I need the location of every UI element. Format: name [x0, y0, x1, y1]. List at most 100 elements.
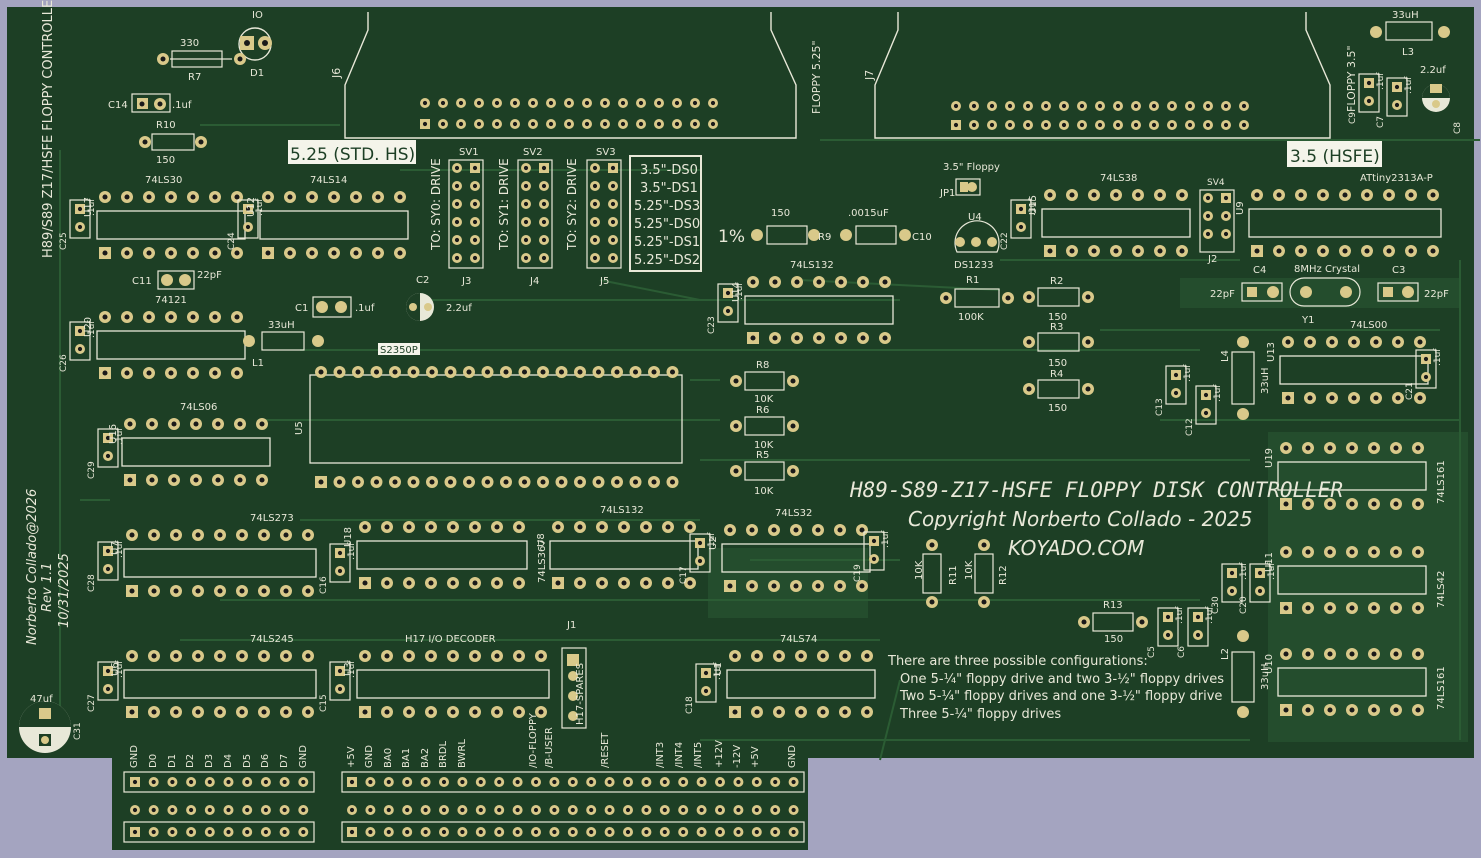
ref-label: .1uf — [172, 100, 192, 111]
cap-value: .1uf — [347, 660, 357, 678]
ds-label: 5.25"-DS1 — [634, 235, 700, 250]
cap-value: .1uf — [735, 282, 745, 300]
bus-pin-label: -12V — [732, 745, 743, 768]
ic-body-u19 — [1277, 461, 1427, 491]
reference-labels: U1774LS30U1274LS14U2074121U1674LS06U1474… — [30, 10, 1463, 740]
bus-pin-label: /IO-FLOPPY — [528, 712, 539, 768]
cap-ref: C12 — [1185, 418, 1195, 436]
cap-value: .1uf — [1376, 72, 1386, 90]
board-copyright: Copyright Norberto Collado - 2025 — [908, 507, 1253, 531]
ref-label: U19 — [1264, 448, 1275, 468]
sv-label: SV1 — [459, 147, 479, 158]
ic-body-u15 — [1041, 208, 1191, 238]
ref-label: IO — [252, 10, 263, 21]
ref-label: 3.5" Floppy — [943, 162, 1000, 173]
ic-outlines — [96, 189, 1442, 718]
chip-part: 74LS00 — [1350, 320, 1387, 331]
j6-outline — [344, 12, 797, 139]
ref-label: 22pF — [1424, 289, 1449, 300]
board-title: H89-S89-Z17-HSFE FLOPPY DISK CONTROLLER — [849, 478, 1343, 502]
ref-label: 330 — [180, 38, 199, 49]
bus-pin-label: GND — [298, 745, 309, 768]
ds-label: 5.25"-DS2 — [634, 253, 700, 268]
chip-part: 74LS367 — [537, 539, 548, 583]
ref-label: R9 — [818, 232, 831, 243]
j7-label: J7 — [863, 70, 876, 81]
cap-value: .1uf — [255, 198, 265, 216]
ref-label: 33uH — [1260, 367, 1271, 394]
cap-ref: C24 — [227, 232, 237, 250]
config-title: There are three possible configurations: — [887, 654, 1148, 669]
ref-label: C10 — [912, 232, 932, 243]
ref-label: 100K — [958, 312, 984, 323]
cap-value: .1uf — [87, 320, 97, 338]
chip-part: 74LS273 — [250, 513, 294, 524]
author-line: Norberto Collado@2026 — [25, 489, 40, 645]
config-item: Three 5-¼" floppy drives — [899, 707, 1061, 722]
ref-label: R10 — [156, 120, 176, 131]
cap-ref: C26 — [59, 354, 69, 372]
bus-pin-label: +5V — [346, 746, 357, 768]
bus-pin-label: GND — [129, 745, 140, 768]
bus-pin-label: /INT3 — [655, 742, 666, 768]
chip-part: H17 I/O DECODER — [405, 634, 496, 645]
ic-body-u12 — [259, 210, 409, 240]
bus-pin-label: D1 — [167, 754, 178, 768]
ref-label: 47uf — [30, 694, 53, 705]
cap-value: .1uf — [347, 542, 357, 560]
j3-label: J3 — [461, 276, 471, 287]
ref-label: U20 — [83, 317, 94, 337]
bus-pin-label: D4 — [223, 754, 234, 768]
cap-value: .1uf — [115, 660, 125, 678]
chip-part: 74LS74 — [780, 634, 817, 645]
ref-label: U12 — [246, 197, 257, 217]
ref-label: D1 — [250, 68, 264, 79]
ic-body-u10 — [1277, 667, 1427, 697]
ref-label: 150 — [1048, 312, 1067, 323]
ref-label: L2 — [1220, 648, 1231, 660]
ref-label: C1 — [295, 303, 308, 314]
cap-ref: C22 — [1000, 232, 1010, 250]
resistors — [730, 287, 1148, 632]
cap-ref: C9 — [1348, 112, 1358, 124]
ref-label: 10K — [964, 560, 975, 580]
sv-label: SV2 — [523, 147, 543, 158]
ref-label: 2.2uf — [446, 303, 472, 314]
config-item: One 5-¼" floppy drive and two 3-½" flopp… — [900, 672, 1224, 687]
cap-ref: C19 — [853, 564, 863, 582]
ref-label: L4 — [1220, 350, 1231, 362]
cap-ref: C29 — [87, 461, 97, 479]
ic-body-u7 — [123, 548, 317, 578]
ref-label: 22pF — [197, 270, 222, 281]
ref-label: R3 — [1050, 322, 1063, 333]
ref-label: U13 — [1266, 342, 1277, 362]
ref-label: 150 — [771, 208, 790, 219]
ref-label: U3 — [343, 662, 354, 676]
ds-label: 3.5"-DS1 — [640, 181, 698, 196]
ref-label: R4 — [1050, 369, 1063, 380]
chip-part: 74LS132 — [790, 260, 834, 271]
cap-ref: C20 — [1239, 596, 1249, 614]
ref-label: R12 — [998, 565, 1009, 585]
ref-label: 8MHz Crystal — [1294, 264, 1360, 275]
bus-pin-label: BWRL — [457, 739, 468, 768]
cap-ref: C17 — [679, 566, 689, 584]
copper-traces — [59, 124, 1480, 761]
ref-label: R6 — [756, 405, 769, 416]
cap-ref: C5 — [1147, 646, 1157, 658]
cap-value: .1uf — [1175, 606, 1185, 624]
ref-label: R11 — [948, 565, 959, 585]
ref-label: R8 — [756, 360, 769, 371]
chip-part: 74LS30 — [145, 175, 182, 186]
cap-value: .1uf — [1205, 606, 1215, 624]
cap-ref: C13 — [1155, 398, 1165, 416]
bus-pin-label: BA0 — [383, 748, 394, 768]
bus-pin-label: /INT5 — [693, 742, 704, 768]
j7-outline — [874, 12, 1331, 139]
ref-label: C31 — [73, 722, 83, 740]
ds-label: 5.25"-DS3 — [634, 199, 700, 214]
chip-part: 74LS245 — [250, 634, 294, 645]
ref-label: U11 — [1264, 552, 1275, 572]
